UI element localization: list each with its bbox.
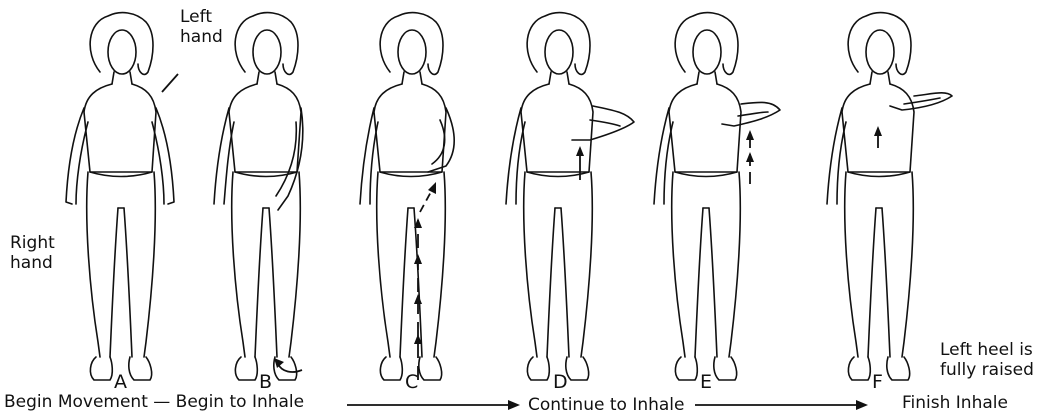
- left-hand-pointer: [162, 74, 178, 92]
- figure-label-f: F: [872, 372, 883, 392]
- progress-arrow-2: [695, 400, 868, 410]
- figure-label-b: B: [259, 372, 272, 392]
- left-heel-label-line2: fully raised: [940, 360, 1034, 380]
- right-hand-label-line2: hand: [10, 253, 53, 273]
- caption-finish: Finish Inhale: [902, 393, 1008, 413]
- figure-label-c: C: [405, 372, 418, 392]
- caption-begin: Begin Movement — Begin to Inhale: [4, 392, 304, 412]
- figure-f: [827, 13, 952, 380]
- figure-b: [214, 13, 303, 380]
- figure-d: [506, 13, 634, 380]
- figure-label-e: E: [700, 372, 712, 392]
- figure-c: [360, 13, 454, 380]
- energy-arrow-c: [414, 182, 436, 380]
- energy-arrow-f: [874, 126, 882, 148]
- energy-arrow-e: [746, 130, 754, 184]
- progress-arrow-1: [347, 400, 520, 410]
- figure-e: [654, 13, 780, 380]
- left-heel-label-line1: Left heel is: [940, 340, 1033, 360]
- figure-label-a: A: [114, 372, 127, 392]
- heel-arrow-b: [274, 358, 302, 372]
- right-hand-label-line1: Right: [10, 233, 55, 253]
- caption-continue: Continue to Inhale: [528, 395, 684, 415]
- figure-a: [66, 13, 174, 380]
- figure-label-d: D: [553, 372, 568, 392]
- left-hand-label-line1: Left: [180, 7, 212, 27]
- left-hand-label-line2: hand: [180, 27, 223, 47]
